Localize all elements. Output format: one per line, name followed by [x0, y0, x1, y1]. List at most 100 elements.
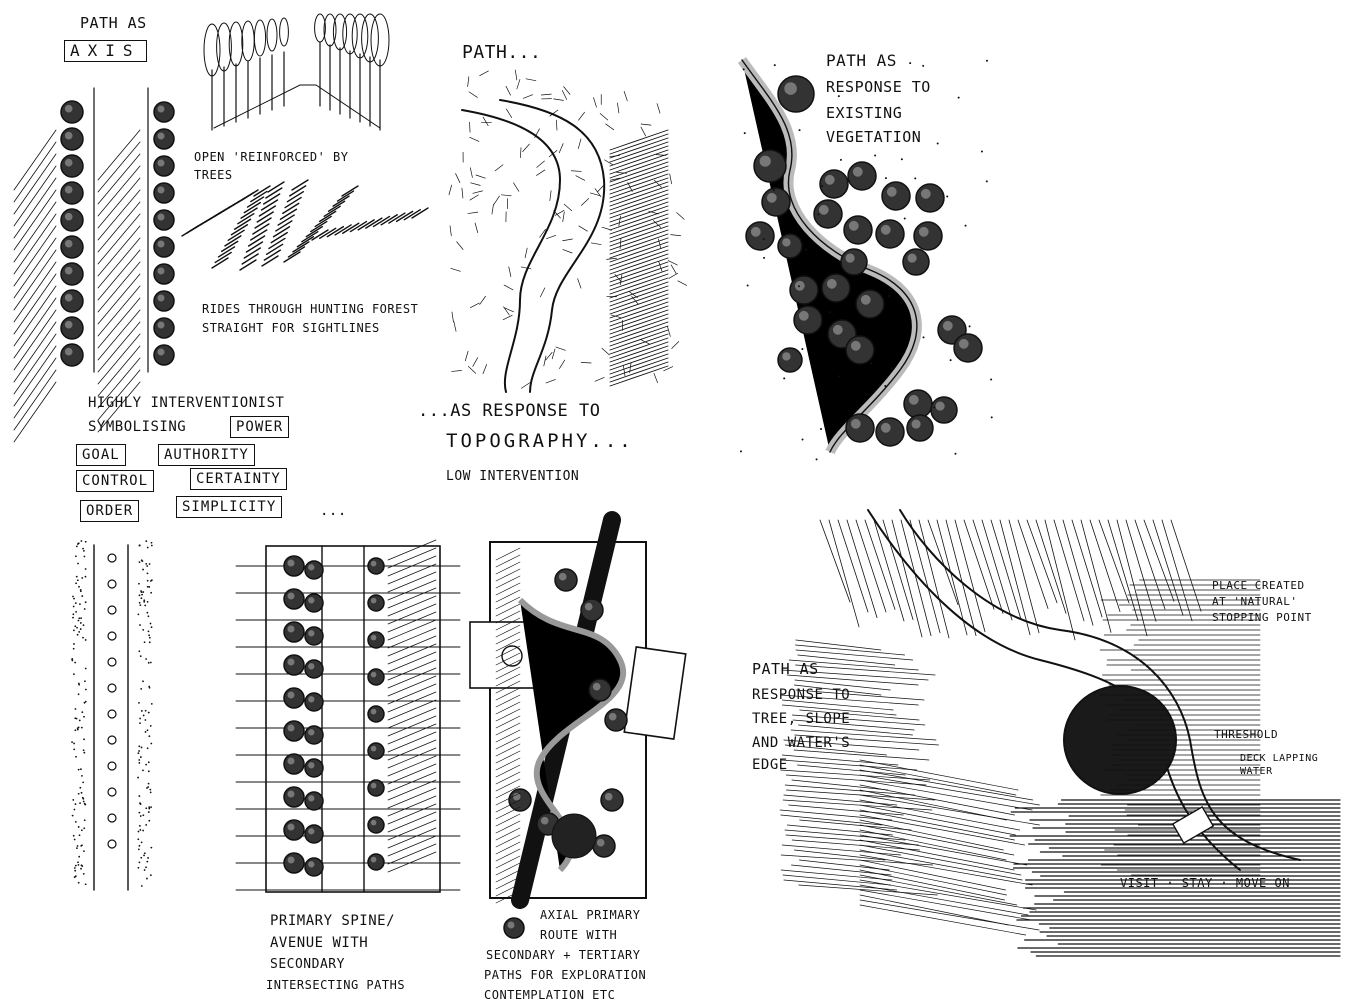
vegetation-tree: [856, 290, 884, 318]
water-title-3: TREE, SLOPE: [752, 710, 850, 728]
vegetation-tree: [903, 249, 929, 275]
spine-tree: [305, 726, 323, 744]
spine-tree: [284, 622, 304, 642]
spine-tree: [284, 589, 304, 609]
deck-label: DECK LAPPING WATER: [1240, 752, 1320, 778]
threshold-label: THRESHOLD: [1214, 726, 1278, 744]
axis-tree: [61, 101, 83, 123]
water-title-4: AND WATER'S: [752, 734, 850, 752]
axial-pavilion-2: [624, 647, 685, 739]
vegetation-tree: [916, 184, 944, 212]
axis-tree: [61, 344, 83, 366]
axis-title-box: AXIS: [64, 40, 147, 62]
topography-path-sketch: [449, 70, 687, 392]
spine-tree: [305, 660, 323, 678]
spine-caption-1: PRIMARY SPINE/: [270, 912, 395, 930]
avenue-tree: [267, 19, 277, 51]
vegetation-title-4: VEGETATION: [826, 128, 921, 146]
axial-tree: [601, 789, 623, 811]
vegetation-tree: [848, 162, 876, 190]
axial-caption-3: SECONDARY + TERTIARY: [486, 946, 641, 964]
vegetation-tree: [907, 415, 933, 441]
avenue-marker: [108, 606, 116, 614]
axis-tree-row-left: [61, 101, 83, 366]
axis-tree: [154, 210, 174, 230]
axis-tree: [154, 156, 174, 176]
avenue-ground: [214, 85, 380, 128]
water-title-2: RESPONSE TO: [752, 686, 850, 704]
spine-tree: [368, 595, 384, 611]
axial-route-plan: [470, 520, 686, 938]
vegetation-title-2: RESPONSE TO: [826, 78, 931, 96]
axis-tree: [61, 155, 83, 177]
axial-caption-1: AXIAL PRIMARY: [540, 906, 640, 924]
vegetation-tree: [876, 418, 904, 446]
keyword-power: POWER: [230, 416, 289, 438]
path-edge: [462, 110, 560, 392]
avenue-tree: [352, 14, 368, 58]
spine-tree: [368, 558, 384, 574]
axial-tree: [555, 569, 577, 591]
vegetation-tree: [914, 222, 942, 250]
spine-tree: [368, 632, 384, 648]
spine-tree: [305, 594, 323, 612]
spine-tree: [284, 556, 304, 576]
vegetation-tree: [954, 334, 982, 362]
radiating-rides-sketch: [182, 180, 428, 270]
avenue-tree: [280, 18, 289, 46]
vegetation-tree: [841, 249, 867, 275]
water-title-1: PATH AS: [752, 660, 819, 678]
keyword-goal: GOAL: [76, 444, 126, 466]
place-created-label: PLACE CREATED AT 'NATURAL' STOPPING POIN…: [1212, 578, 1312, 626]
intervention-line2: SYMBOLISING: [88, 418, 186, 436]
avenue-tree: [371, 14, 389, 66]
axis-tree: [154, 237, 174, 257]
intervention-line1: HIGHLY INTERVENTIONIST: [88, 394, 284, 412]
axial-caption-2: ROUTE WITH: [540, 926, 617, 944]
vegetation-title-3: EXISTING: [826, 104, 902, 122]
vegetation-tree: [904, 390, 932, 418]
spine-tree: [284, 655, 304, 675]
topography-caption-3: LOW INTERVENTION: [446, 468, 579, 486]
vegetation-tree: [754, 150, 786, 182]
vegetation-tree: [778, 76, 814, 112]
keyword-order: ORDER: [80, 500, 139, 522]
visit-stay-label: VISIT · STAY · MOVE ON: [1120, 874, 1290, 892]
axial-tree: [605, 709, 627, 731]
spine-tree: [368, 780, 384, 796]
avenue-tree: [254, 20, 265, 56]
avenue-tree: [242, 21, 254, 61]
axis-tree: [61, 209, 83, 231]
spine-caption-3: SECONDARY: [270, 956, 345, 974]
vegetation-tree: [790, 276, 818, 304]
keyword-certainty: CERTAINTY: [190, 468, 287, 490]
axis-tree: [61, 128, 83, 150]
axial-tree: [581, 599, 603, 621]
axis-tree: [61, 182, 83, 204]
spine-tree: [284, 787, 304, 807]
spine-tree: [284, 853, 304, 873]
vegetation-tree: [876, 220, 904, 248]
spine-tree: [368, 743, 384, 759]
keyword-simplicity: SIMPLICITY: [176, 496, 282, 518]
rides-label: RIDES THROUGH HUNTING FOREST STRAIGHT FO…: [202, 300, 422, 338]
spine-tree: [368, 817, 384, 833]
ride-block: [212, 186, 270, 268]
axial-pool: [552, 814, 596, 858]
spine-tree: [368, 706, 384, 722]
topography-title: PATH...: [462, 44, 541, 62]
keyword-control: CONTROL: [76, 470, 154, 492]
spine-caption-4: INTERSECTING PATHS: [266, 976, 405, 994]
avenue-marker: [108, 684, 116, 692]
axis-tree: [154, 345, 174, 365]
axis-tree: [154, 183, 174, 203]
axis-tree: [61, 317, 83, 339]
avenue-marker: [108, 710, 116, 718]
vegetation-tree: [931, 397, 957, 423]
legend-tree: [504, 918, 524, 938]
axis-tree: [154, 291, 174, 311]
avenue-tree: [204, 24, 220, 76]
vegetation-tree: [822, 274, 850, 302]
vegetation-tree: [794, 306, 822, 334]
vegetation-tree: [746, 222, 774, 250]
